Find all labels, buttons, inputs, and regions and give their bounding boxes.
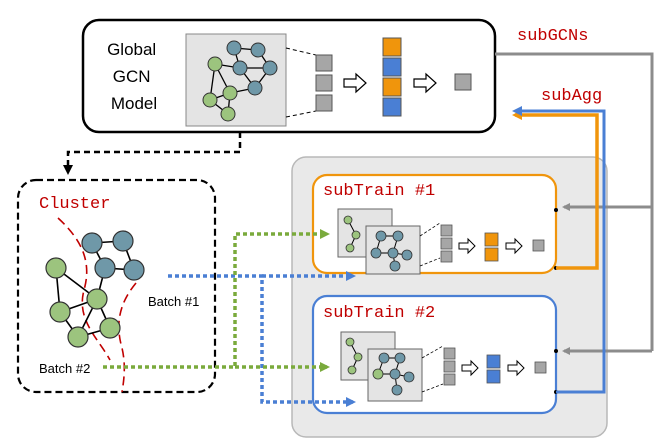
subtrain-1-label: subTrain #1: [323, 182, 435, 201]
batch1-arrows: [168, 271, 356, 407]
hollow-arrow-icon: [461, 359, 479, 377]
global-label-line3: Model: [111, 94, 157, 113]
subagg-label: subAgg: [541, 87, 602, 106]
subtrain-2-label: subTrain #2: [323, 304, 435, 323]
batch2-arrows: [103, 229, 330, 372]
batch1-label: Batch #1: [148, 294, 199, 309]
subagg-orange-arrow: [512, 110, 599, 270]
subagg-blue-arrow: [512, 106, 606, 394]
subtrain-1-box: subTrain #1: [311, 173, 558, 275]
global-gcn-model: Global GCN Model: [81, 18, 497, 134]
cluster-label: Cluster: [39, 195, 110, 214]
global-label-line1: Global: [107, 40, 156, 59]
subgcns-label: subGCNs: [517, 27, 588, 46]
hollow-arrow-icon: [413, 72, 437, 94]
hollow-arrow-icon: [343, 72, 367, 94]
hollow-arrow-icon: [458, 237, 476, 255]
global-to-cluster-arrow: [63, 132, 242, 175]
hollow-arrow-icon: [507, 359, 525, 377]
cluster-box: Cluster Batch: [16, 178, 217, 394]
svg-text:Global GCN Model: Global GCN Model: [107, 40, 161, 113]
global-graph-thumbnail: [185, 33, 287, 127]
hollow-arrow-icon: [505, 237, 523, 255]
subgcns-arrows: [495, 52, 654, 355]
global-label-line2: GCN: [113, 67, 151, 86]
subtrain-2-box: subTrain #2: [311, 294, 558, 415]
batch2-label: Batch #2: [39, 361, 90, 376]
